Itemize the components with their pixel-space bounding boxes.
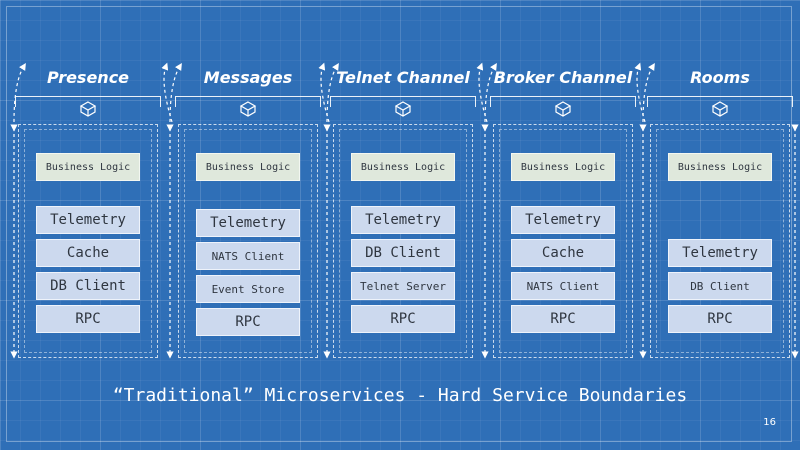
service-title: Presence <box>46 68 130 87</box>
component-box: NATS Client <box>196 242 300 270</box>
service-container <box>493 124 633 358</box>
component-box: RPC <box>668 305 772 333</box>
service-container <box>650 124 790 358</box>
business-logic-box: Business Logic <box>351 153 455 181</box>
service-bracket <box>15 96 161 107</box>
component-box: Telemetry <box>196 209 300 237</box>
component-box: Event Store <box>196 275 300 303</box>
component-box: RPC <box>511 305 615 333</box>
cube-icon <box>554 101 572 117</box>
service-messages: Messages Business Logic Telemetry NATS C… <box>175 64 321 360</box>
service-telnet-channel: Telnet Channel Business Logic Telemetry … <box>330 64 476 360</box>
cube-icon <box>79 101 97 117</box>
component-box: Telemetry <box>668 239 772 267</box>
component-box: DB Client <box>351 239 455 267</box>
service-container <box>178 124 318 358</box>
business-logic-box: Business Logic <box>36 153 140 181</box>
component-box: RPC <box>196 308 300 336</box>
business-logic-box: Business Logic <box>668 153 772 181</box>
service-rooms: Rooms Business Logic Telemetry DB Client… <box>647 64 793 360</box>
service-broker-channel: Broker Channel Business Logic Telemetry … <box>490 64 636 360</box>
component-box: Cache <box>36 239 140 267</box>
page-number: 16 <box>763 417 776 428</box>
component-box: RPC <box>351 305 455 333</box>
service-bracket <box>490 96 636 107</box>
service-bracket <box>330 96 476 107</box>
business-logic-box: Business Logic <box>511 153 615 181</box>
service-bracket <box>175 96 321 107</box>
component-box: Telemetry <box>511 206 615 234</box>
service-bracket <box>647 96 793 107</box>
service-container <box>333 124 473 358</box>
component-box: Telnet Server <box>351 272 455 300</box>
service-container <box>18 124 158 358</box>
slide-caption: “Traditional” Microservices - Hard Servi… <box>112 385 688 406</box>
service-title: Telnet Channel <box>336 68 470 87</box>
component-box: DB Client <box>668 272 772 300</box>
service-presence: Presence Business Logic Telemetry Cache … <box>15 64 161 360</box>
component-box: RPC <box>36 305 140 333</box>
component-box: Telemetry <box>351 206 455 234</box>
component-box: Telemetry <box>36 206 140 234</box>
cube-icon <box>394 101 412 117</box>
business-logic-box: Business Logic <box>196 153 300 181</box>
component-box: NATS Client <box>511 272 615 300</box>
component-box: DB Client <box>36 272 140 300</box>
cube-icon <box>239 101 257 117</box>
service-title: Messages <box>203 68 293 87</box>
service-title: Rooms <box>690 68 750 87</box>
cube-icon <box>711 101 729 117</box>
service-title: Broker Channel <box>493 68 633 87</box>
component-box: Cache <box>511 239 615 267</box>
